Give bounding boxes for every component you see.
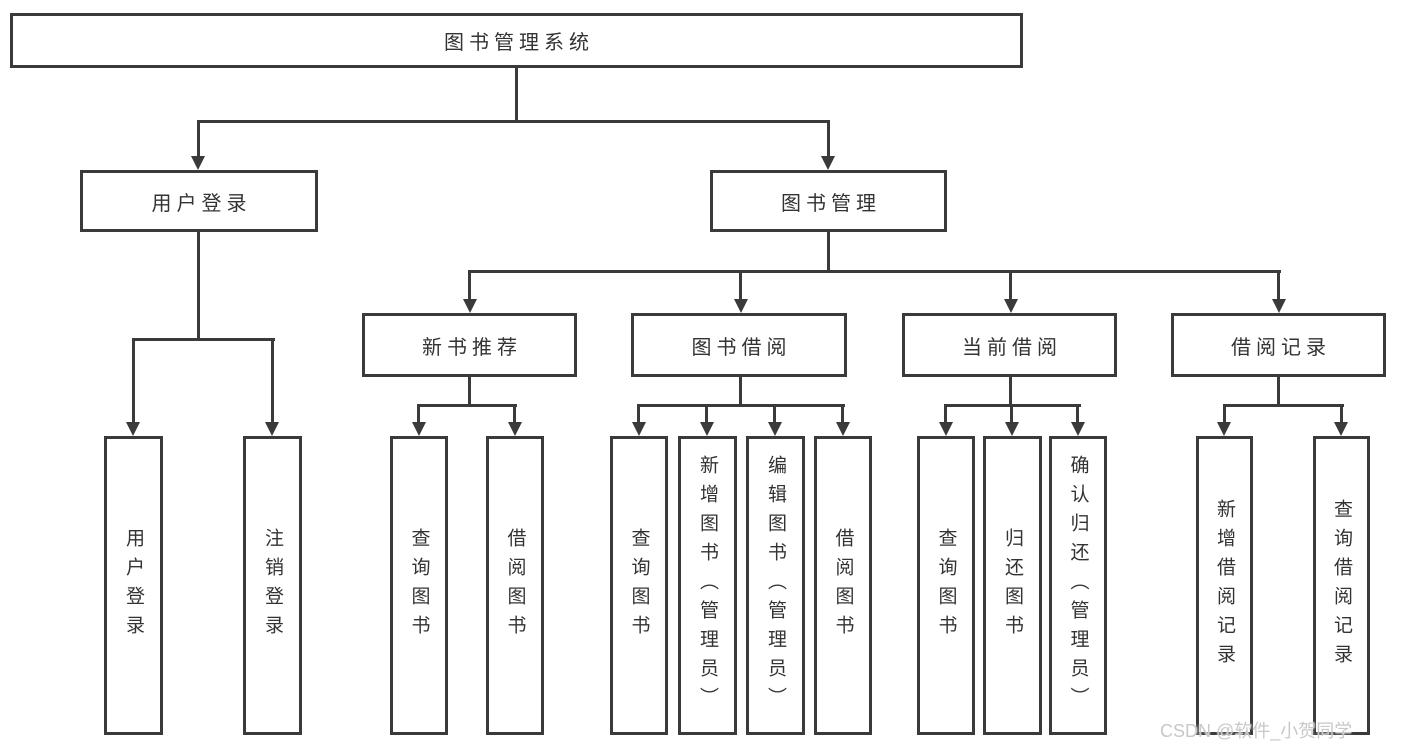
- arrow-down-icon: [1071, 422, 1085, 436]
- arrow-down-icon: [700, 422, 714, 436]
- arrow-down-icon: [412, 422, 426, 436]
- connector-drop: [705, 404, 708, 423]
- arrow-down-icon: [821, 156, 835, 170]
- arrow-down-icon: [191, 156, 205, 170]
- connector-drop: [944, 404, 947, 423]
- connector-user-login-bar: [132, 338, 275, 341]
- connector-drop: [637, 404, 640, 423]
- node-user-login: 用户登录: [80, 170, 318, 232]
- connector-book-mgmt-drop: [827, 120, 830, 158]
- node-borrow-record: 借阅记录: [1171, 313, 1386, 377]
- connector-drop: [132, 338, 135, 424]
- leaf-return-books: 归还图书: [983, 436, 1042, 735]
- connector-drop: [841, 404, 844, 423]
- connector-drop: [1340, 404, 1343, 423]
- arrow-down-icon: [1005, 422, 1019, 436]
- connector-root-bar: [197, 120, 830, 123]
- arrow-down-icon: [1217, 422, 1231, 436]
- csdn-watermark: CSDN @软件_小贺同学: [1160, 721, 1353, 741]
- connector-stem: [1009, 377, 1012, 404]
- leaf-logout: 注销登录: [243, 436, 302, 735]
- connector-root-stem: [515, 67, 518, 120]
- leaf-borrow-books: 借阅图书: [814, 436, 872, 735]
- connector-drop: [1010, 404, 1013, 423]
- connector-drop: [468, 270, 471, 300]
- connector-stem: [739, 377, 742, 404]
- connector-stem: [468, 377, 471, 404]
- connector-drop: [417, 404, 420, 423]
- leaf-query-borrow-record: 查询借阅记录: [1313, 436, 1370, 735]
- leaf-query-books: 查询图书: [610, 436, 668, 735]
- connector-drop: [773, 404, 776, 423]
- connector-drop: [1076, 404, 1079, 423]
- connector-drop: [513, 404, 516, 423]
- connector-bar: [1223, 404, 1344, 407]
- connector-drop: [1277, 270, 1280, 300]
- connector-stem: [1277, 377, 1280, 404]
- node-current-borrow: 当前借阅: [902, 313, 1117, 377]
- arrow-down-icon: [1272, 299, 1286, 313]
- connector-book-mgmt-stem: [827, 232, 830, 270]
- connector-drop: [271, 338, 274, 424]
- connector-bar: [417, 404, 517, 407]
- arrow-down-icon: [1004, 299, 1018, 313]
- arrow-down-icon: [126, 422, 140, 436]
- connector-book-mgmt-bar: [468, 270, 1281, 273]
- arrow-down-icon: [1334, 422, 1348, 436]
- arrow-down-icon: [265, 422, 279, 436]
- connector-user-login-drop: [197, 120, 200, 158]
- arrow-down-icon: [632, 422, 646, 436]
- arrow-down-icon: [836, 422, 850, 436]
- leaf-query-books: 查询图书: [390, 436, 448, 735]
- connector-drop: [1223, 404, 1226, 423]
- connector-user-login-stem: [197, 232, 200, 338]
- leaf-edit-books-admin: 编辑图书（管理员）: [746, 436, 805, 735]
- node-book-borrow: 图书借阅: [631, 313, 847, 377]
- arrow-down-icon: [768, 422, 782, 436]
- leaf-user-login: 用户登录: [104, 436, 163, 735]
- arrow-down-icon: [734, 299, 748, 313]
- leaf-add-books-admin: 新增图书（管理员）: [678, 436, 737, 735]
- arrow-down-icon: [939, 422, 953, 436]
- connector-drop: [739, 270, 742, 300]
- leaf-confirm-return-admin: 确认归还（管理员）: [1049, 436, 1107, 735]
- leaf-query-books: 查询图书: [917, 436, 975, 735]
- node-book-management: 图书管理: [710, 170, 947, 232]
- node-new-book-recommend: 新书推荐: [362, 313, 577, 377]
- node-root-library-system: 图书管理系统: [10, 13, 1023, 68]
- arrow-down-icon: [463, 299, 477, 313]
- arrow-down-icon: [508, 422, 522, 436]
- connector-drop: [1009, 270, 1012, 300]
- leaf-add-borrow-record: 新增借阅记录: [1196, 436, 1253, 735]
- leaf-borrow-books: 借阅图书: [486, 436, 544, 735]
- connector-bar: [637, 404, 845, 407]
